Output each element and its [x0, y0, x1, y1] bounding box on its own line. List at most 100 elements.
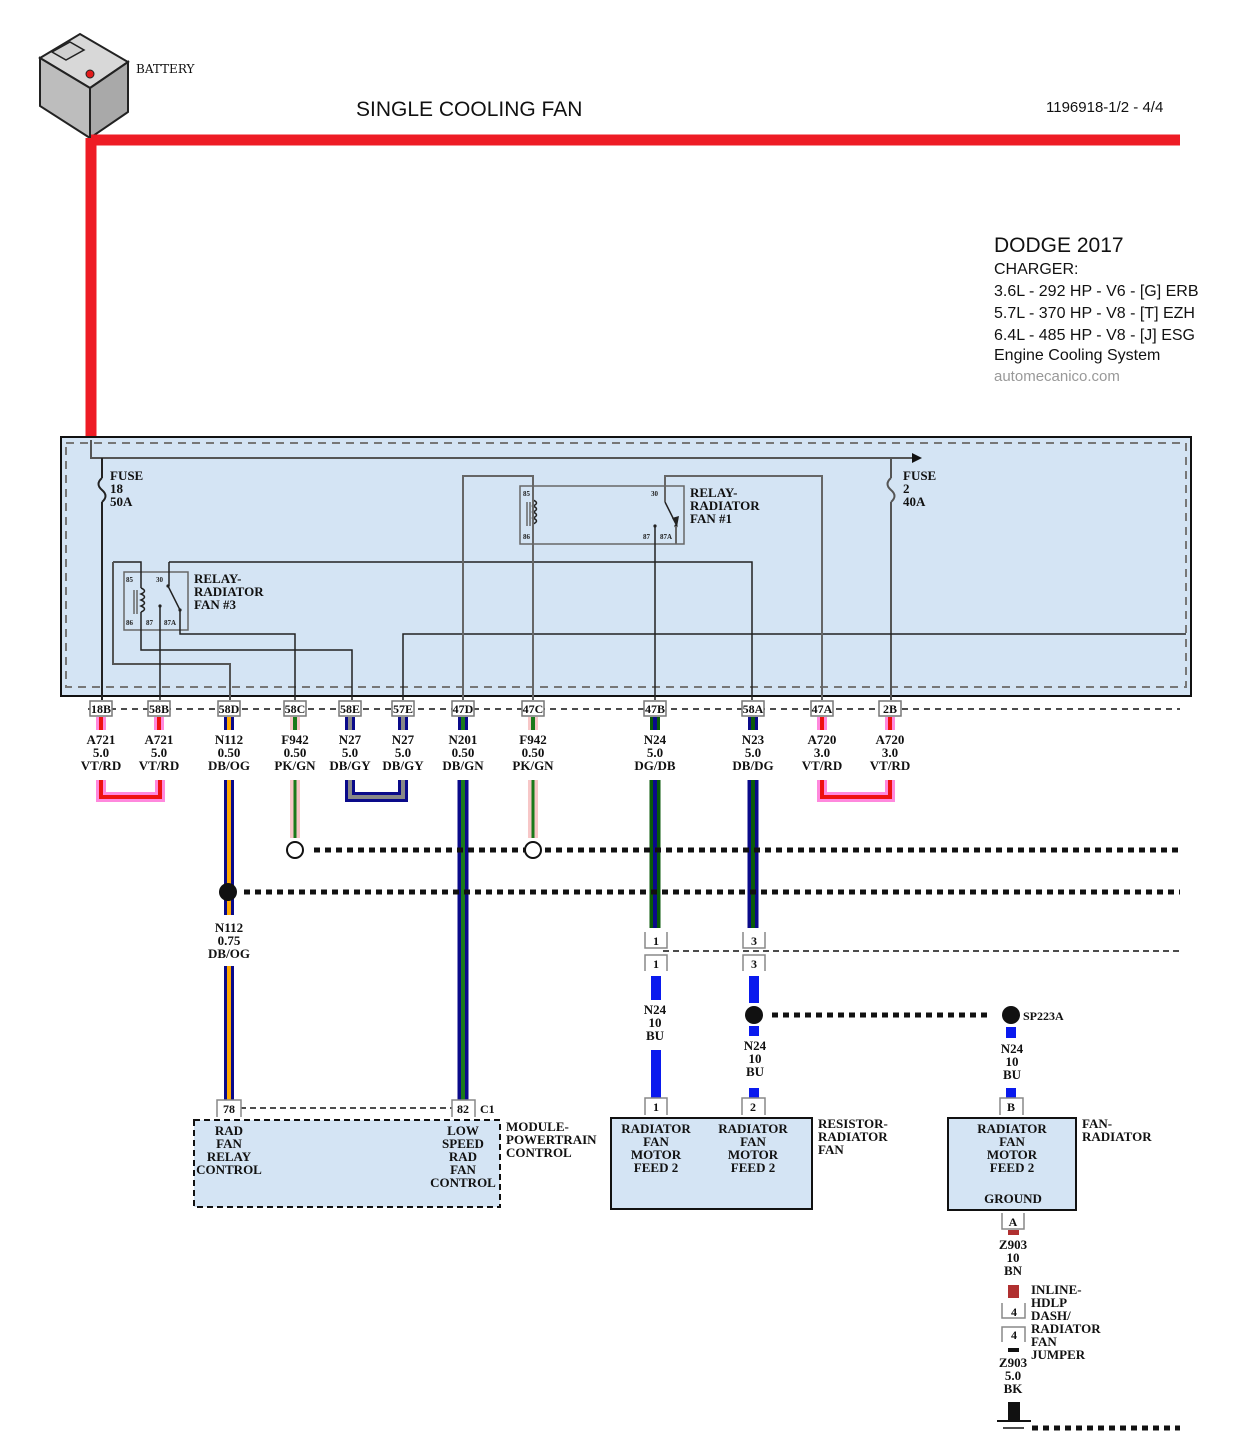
wire-circuit: N27	[392, 732, 415, 747]
svg-text:2: 2	[750, 1100, 756, 1114]
wire-circuit: A721	[145, 732, 174, 747]
svg-text:RADIATOR: RADIATOR	[621, 1121, 691, 1136]
svg-text:A: A	[1009, 1215, 1018, 1229]
svg-text:RAD: RAD	[215, 1123, 243, 1138]
engine-option: 5.7L - 370 HP - V8 - [T] EZH	[994, 305, 1195, 322]
wire-gauge: 3.0	[814, 745, 830, 760]
svg-text:10: 10	[1007, 1250, 1020, 1265]
fuse-2-symbol	[886, 458, 896, 700]
splice-open	[524, 841, 542, 859]
wire-color: DG/DB	[634, 758, 676, 773]
page-title: SINGLE COOLING FAN	[356, 98, 582, 121]
svg-text:GROUND: GROUND	[984, 1191, 1042, 1206]
svg-text:BN: BN	[1004, 1263, 1023, 1278]
relay-fan3-box	[123, 571, 189, 631]
wire-gauge: 5.0	[745, 745, 761, 760]
svg-text:Z903: Z903	[999, 1237, 1028, 1252]
svg-text:DASH/: DASH/	[1031, 1308, 1071, 1323]
splice-dot	[219, 883, 237, 901]
svg-text:82: 82	[457, 1102, 469, 1116]
svg-text:FAN #1: FAN #1	[690, 511, 732, 526]
n112-lower-gauge: 0.75	[218, 933, 241, 948]
svg-text:CONTROL: CONTROL	[196, 1162, 262, 1177]
svg-text:FAN: FAN	[450, 1162, 476, 1177]
z903-lower-label: Z903 5.0 BK	[999, 1355, 1028, 1396]
wire-circuit: N201	[449, 732, 478, 747]
resistor-radiator-fan: 1 2 RADIATOR FAN MOTOR FEED 2 RADIATOR F…	[610, 1097, 888, 1210]
svg-text:10: 10	[749, 1051, 762, 1066]
vehicle-model: CHARGER:	[994, 261, 1078, 278]
pin-number: 58B	[149, 702, 169, 716]
svg-text:SPEED: SPEED	[442, 1136, 484, 1151]
svg-text:FAN: FAN	[740, 1134, 766, 1149]
svg-text:5.0: 5.0	[1005, 1368, 1021, 1383]
svg-text:FUSE: FUSE	[110, 468, 143, 483]
wire-circuit: F942	[519, 732, 546, 747]
svg-text:RELAY: RELAY	[207, 1149, 252, 1164]
svg-text:FAN: FAN	[216, 1136, 242, 1151]
wire-n24-bu	[651, 976, 1020, 1099]
splice-label: SP223A	[1023, 1009, 1064, 1023]
svg-text:FEED 2: FEED 2	[634, 1160, 678, 1175]
svg-text:RADIATOR: RADIATOR	[718, 1121, 788, 1136]
wire-circuit: F942	[281, 732, 308, 747]
svg-text:2: 2	[903, 481, 910, 496]
wire-circuit: A720	[876, 732, 905, 747]
module-powertrain-control: 78 82 C1 RAD FAN RELAY CONTROL LOW SPEED…	[193, 1099, 597, 1208]
svg-text:FAN-: FAN-	[1082, 1116, 1112, 1131]
wire-gauge: 5.0	[93, 745, 109, 760]
wire-gauge: 0.50	[522, 745, 545, 760]
inline-jumper-connector: 4 4 INLINE- HDLP DASH/ RADIATOR FAN JUMP…	[1001, 1282, 1101, 1362]
svg-text:10: 10	[649, 1015, 662, 1030]
vehicle-info: DODGE 2017 CHARGER: 3.6L - 292 HP - V6 -…	[994, 234, 1199, 385]
wire-color: PK/GN	[274, 758, 316, 773]
svg-text:JUMPER: JUMPER	[1031, 1347, 1086, 1362]
svg-text:MOTOR: MOTOR	[631, 1147, 682, 1162]
svg-text:3: 3	[751, 934, 757, 948]
svg-text:50A: 50A	[110, 494, 133, 509]
wire-color: DB/GY	[329, 758, 371, 773]
inline-connector: 1 3 1 3	[644, 932, 1180, 971]
wire-gauge: 3.0	[882, 745, 898, 760]
svg-text:85: 85	[523, 490, 531, 498]
wire-color: VT/RD	[81, 758, 121, 773]
svg-text:86: 86	[523, 533, 531, 541]
battery-icon	[38, 32, 130, 140]
pin-number: 58C	[285, 702, 306, 716]
power-distribution-center	[60, 436, 1192, 700]
svg-text:C1: C1	[480, 1102, 495, 1116]
engine-option: 6.4L - 485 HP - V8 - [J] ESG	[994, 327, 1195, 344]
fuse-18-symbol	[97, 458, 107, 700]
relay-fan1-box	[519, 485, 685, 545]
svg-text:1: 1	[653, 934, 659, 948]
svg-text:LOW: LOW	[447, 1123, 479, 1138]
pin-number: 47C	[523, 702, 544, 716]
n24-label-2: N24 10 BU	[744, 1038, 767, 1079]
pin-number: 18B	[91, 702, 111, 716]
svg-text:MOTOR: MOTOR	[987, 1147, 1038, 1162]
svg-text:1: 1	[653, 1100, 659, 1114]
svg-text:40A: 40A	[903, 494, 926, 509]
pin-number: 47B	[645, 702, 665, 716]
svg-text:4: 4	[1011, 1328, 1017, 1342]
svg-text:85: 85	[126, 576, 134, 584]
svg-text:87: 87	[643, 533, 651, 541]
svg-text:MODULE-: MODULE-	[506, 1119, 569, 1134]
svg-text:N24: N24	[644, 1002, 667, 1017]
svg-text:87A: 87A	[164, 619, 176, 627]
wire-color: DB/GY	[382, 758, 424, 773]
wire-color: PK/GN	[512, 758, 554, 773]
svg-text:86: 86	[126, 619, 134, 627]
svg-text:18: 18	[110, 481, 124, 496]
svg-text:RAD: RAD	[449, 1149, 477, 1164]
svg-text:HDLP: HDLP	[1031, 1295, 1067, 1310]
pin-number: 58E	[340, 702, 360, 716]
wire-color: DB/OG	[208, 758, 250, 773]
